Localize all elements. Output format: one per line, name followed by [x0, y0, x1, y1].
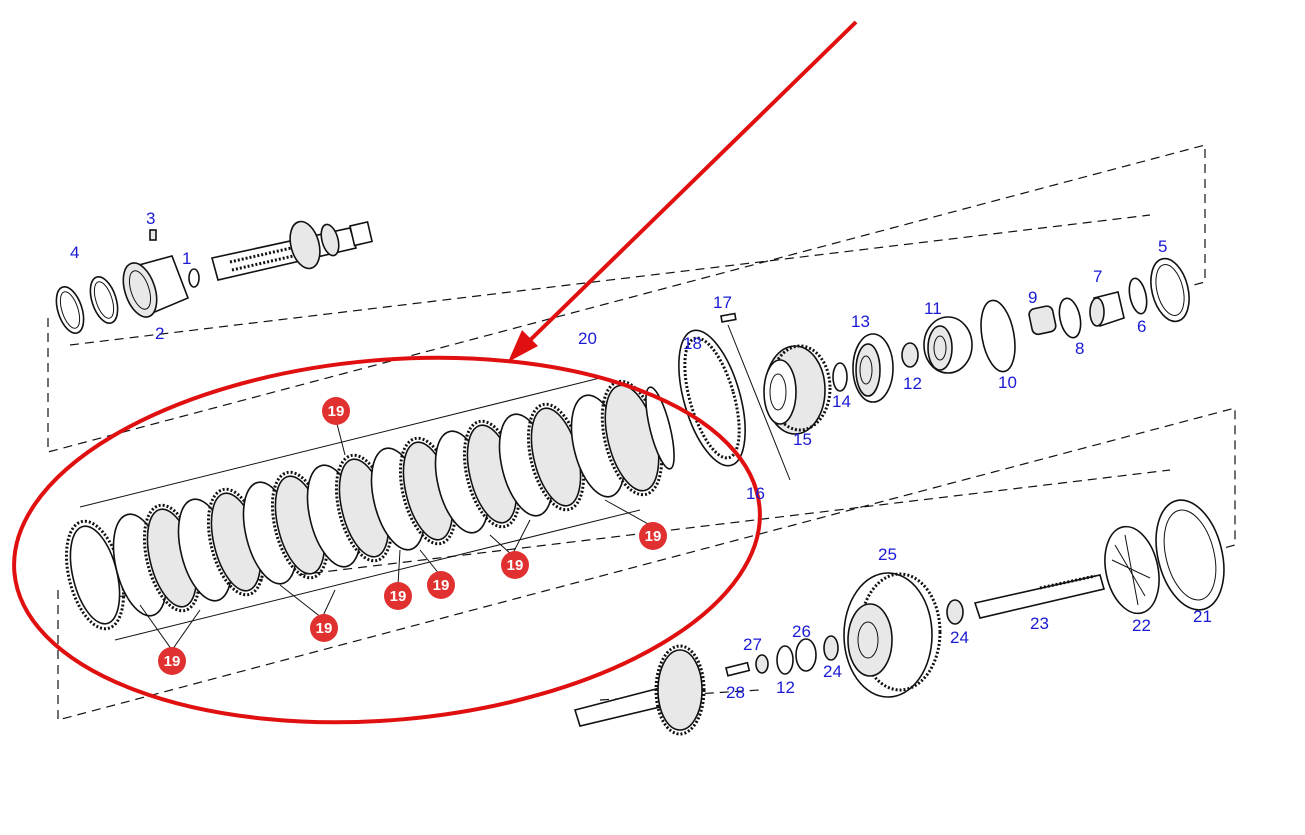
part-label-27: 27	[743, 635, 762, 654]
highlight-overlay	[12, 20, 858, 725]
part-label-24b: 24	[823, 662, 842, 681]
svg-text:19: 19	[316, 620, 333, 637]
part-label-17: 17	[713, 293, 732, 312]
part-label-22: 22	[1132, 616, 1151, 635]
top-right-parts	[678, 257, 1190, 481]
badge-19: 19	[639, 522, 667, 550]
highlight-ellipse	[12, 355, 762, 725]
part-label-10: 10	[998, 373, 1017, 392]
badge-19: 19	[310, 614, 338, 642]
part-label-12b: 12	[776, 678, 795, 697]
part-label-9: 9	[1028, 288, 1037, 307]
part-label-7: 7	[1093, 267, 1102, 286]
svg-text:19: 19	[645, 528, 662, 545]
part-label-25: 25	[878, 545, 897, 564]
badges-19: 19 19 19 19 19 19 19	[158, 397, 667, 675]
clutch-disc-pack	[64, 377, 675, 651]
part-labels: 1 2 3 4 5 6 7 8 9 10 11 12 13 14 15 16 1…	[70, 209, 1212, 702]
badge-19: 19	[501, 551, 529, 579]
svg-text:19: 19	[507, 557, 524, 574]
part-label-26: 26	[792, 622, 811, 641]
svg-text:19: 19	[433, 577, 450, 594]
part-label-4: 4	[70, 243, 79, 262]
part-label-8: 8	[1075, 339, 1084, 358]
part-label-15: 15	[793, 430, 812, 449]
part-label-1: 1	[182, 249, 191, 268]
part-label-11: 11	[924, 299, 942, 318]
badge-19: 19	[384, 582, 412, 610]
svg-text:19: 19	[390, 588, 407, 605]
badge-19: 19	[322, 397, 350, 425]
part-label-21: 21	[1193, 607, 1212, 626]
part-label-13: 13	[851, 312, 870, 331]
part-label-5: 5	[1158, 237, 1167, 256]
svg-text:19: 19	[328, 403, 345, 420]
part-label-20: 20	[578, 329, 597, 348]
part-label-18: 18	[683, 334, 702, 353]
clutch-discs	[64, 379, 675, 631]
part-label-3: 3	[146, 209, 155, 228]
part-label-23: 23	[1030, 614, 1049, 633]
svg-text:19: 19	[164, 653, 181, 670]
badge-19: 19	[158, 647, 186, 675]
part-label-2: 2	[155, 324, 164, 343]
part-label-12a: 12	[903, 374, 922, 393]
part-label-28: 28	[726, 683, 745, 702]
part-label-14: 14	[832, 392, 851, 411]
part-label-6: 6	[1137, 317, 1146, 336]
part-label-16: 16	[746, 484, 765, 503]
part-label-24a: 24	[950, 628, 969, 647]
bottom-row-parts	[573, 499, 1225, 736]
arrow-icon	[508, 20, 858, 362]
shaft-assembly-top	[55, 220, 373, 334]
badge-19: 19	[427, 571, 455, 599]
